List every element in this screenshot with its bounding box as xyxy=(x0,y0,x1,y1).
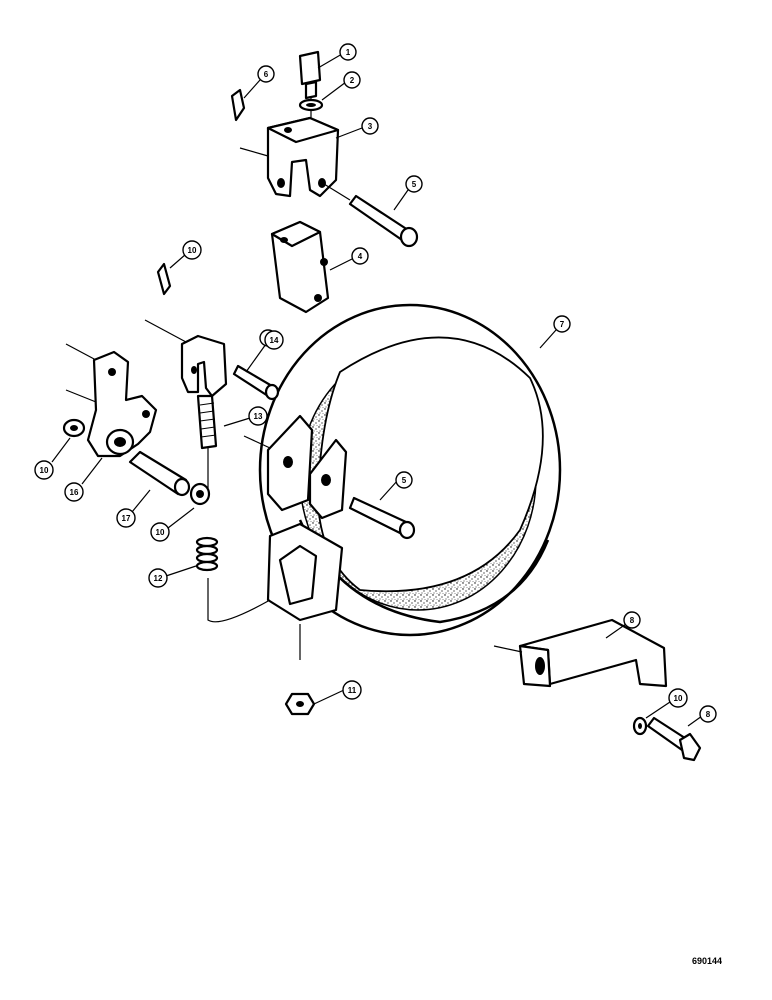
callout-10-left-label: 10 xyxy=(40,466,49,475)
callout-3-label: 3 xyxy=(368,122,373,131)
callout-3: 3 xyxy=(361,117,379,135)
callout-6-label: 6 xyxy=(264,70,269,79)
washer-part-10-middle xyxy=(189,482,211,506)
callout-12-label: 12 xyxy=(154,574,163,583)
leader-lines xyxy=(51,53,703,727)
pin-part-5-lower xyxy=(348,496,416,540)
callout-13-label: 13 xyxy=(254,412,263,421)
callout-10-middle: 10 xyxy=(150,522,170,542)
callout-17-label: 17 xyxy=(122,514,131,523)
callout-10-right-label: 10 xyxy=(674,694,683,703)
bolt-part-9 xyxy=(646,716,702,762)
callout-1: 1 xyxy=(339,43,357,61)
pin-part-17 xyxy=(128,450,191,497)
clevis-rod-part-13 xyxy=(144,319,228,490)
callout-10-left: 10 xyxy=(34,460,54,480)
callout-10-top: 10 xyxy=(182,240,202,260)
callout-2: 2 xyxy=(343,71,361,89)
callout-14-label: 14 xyxy=(270,336,279,345)
callout-5-lower: 5 xyxy=(395,471,413,489)
callout-1-label: 1 xyxy=(346,48,351,57)
callout-4-label: 4 xyxy=(358,252,363,261)
cotter-pin-part-6 xyxy=(230,88,246,122)
callout-10-middle-label: 10 xyxy=(156,528,165,537)
bracket-part-8 xyxy=(493,618,668,688)
brake-band-part-7 xyxy=(243,303,562,660)
spring-part-12 xyxy=(195,536,271,623)
callout-5-upper: 5 xyxy=(405,175,423,193)
pin-part-14 xyxy=(232,364,280,401)
callout-7-label: 7 xyxy=(560,320,565,329)
callout-11: 11 xyxy=(342,680,362,700)
nut-part-11 xyxy=(284,692,316,716)
cotter-pin-part-10 xyxy=(156,262,172,296)
callout-5-lower-label: 5 xyxy=(402,476,407,485)
washer-part-10-right xyxy=(632,716,648,736)
clevis-block-part-3 xyxy=(239,116,340,198)
callout-4: 4 xyxy=(351,247,369,265)
callout-10-right: 10 xyxy=(668,688,688,708)
callout-10-top-label: 10 xyxy=(188,246,197,255)
callout-17: 17 xyxy=(116,508,136,528)
callout-7: 7 xyxy=(553,315,571,333)
washer-part-10-left xyxy=(62,418,86,438)
link-block-part-4 xyxy=(270,220,330,314)
lock-washer-part-2 xyxy=(298,98,324,112)
callout-11-label: 11 xyxy=(348,686,357,695)
callout-2-label: 2 xyxy=(350,76,355,85)
callout-8-bolt-label: 8 xyxy=(706,710,711,719)
callout-8-bracket: 8 xyxy=(623,611,641,629)
callout-5-upper-label: 5 xyxy=(412,180,417,189)
callout-8-bolt: 8 xyxy=(699,705,717,723)
callout-8-bracket-label: 8 xyxy=(630,616,635,625)
callout-14: 14 xyxy=(264,330,284,350)
pin-part-5-upper xyxy=(323,183,419,248)
callout-12: 12 xyxy=(148,568,168,588)
callout-16-label: 16 xyxy=(70,488,79,497)
callout-16: 16 xyxy=(64,482,84,502)
lever-part-16 xyxy=(65,343,158,458)
reference-code: 690144 xyxy=(692,956,722,966)
callout-13: 13 xyxy=(248,406,268,426)
callout-6: 6 xyxy=(257,65,275,83)
